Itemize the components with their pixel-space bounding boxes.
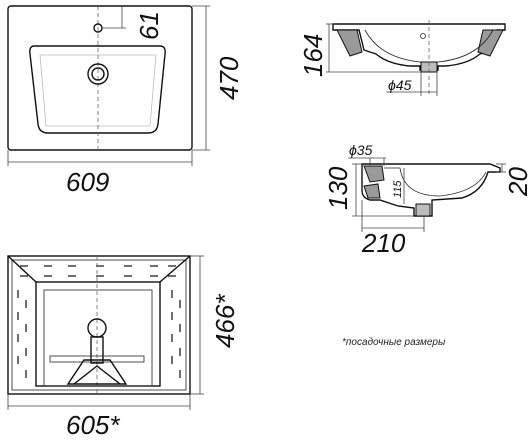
- rib-ticks: [17, 265, 181, 378]
- mounting-note: *посадочные размеры: [342, 337, 446, 348]
- basin-outline: [7, 5, 193, 151]
- front-profile: [332, 23, 506, 71]
- dim-470: 470: [214, 56, 244, 100]
- front-section-view: 164 ϕ45: [298, 20, 506, 96]
- mounting-outline: [7, 255, 191, 395]
- dim-phi35: ϕ35: [349, 142, 373, 158]
- dim-20: 20: [503, 167, 530, 197]
- dim-61: 61: [134, 11, 164, 40]
- dim-115: 115: [392, 180, 404, 198]
- dim-164: 164: [298, 34, 328, 77]
- drain-inner: [91, 67, 105, 81]
- dim-phi45: ϕ45: [388, 77, 412, 93]
- dim-466: 466*: [210, 294, 240, 348]
- dim-605: 605*: [66, 410, 120, 440]
- side-section-view: 130 115 210 ϕ35 20: [323, 142, 530, 258]
- dim-609: 609: [66, 167, 109, 197]
- dim-210: 210: [361, 228, 406, 258]
- drain-outer: [87, 63, 109, 85]
- side-profile: [361, 163, 501, 217]
- mounting-view: 466* 605*: [7, 255, 240, 440]
- top-view: 61 470 609: [7, 5, 244, 197]
- dim-130: 130: [323, 166, 353, 210]
- bowl-outline: [29, 45, 166, 134]
